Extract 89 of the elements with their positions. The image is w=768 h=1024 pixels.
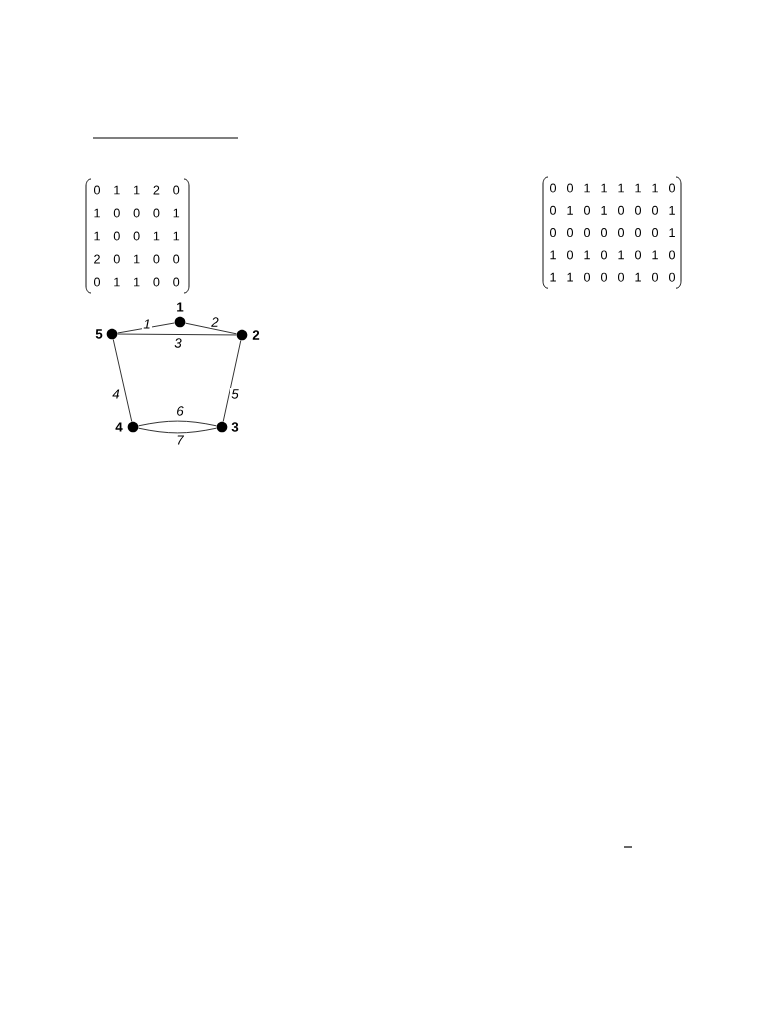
graph-vertex — [174, 316, 186, 328]
graph-edge — [117, 322, 175, 334]
matrix-entry: 0 — [153, 208, 160, 218]
vertex-label: 3 — [231, 422, 239, 432]
graph-edge — [138, 427, 217, 434]
matrix-entry: 0 — [584, 228, 591, 238]
matrix-entry: 0 — [635, 205, 642, 215]
matrix-entry: 1 — [669, 205, 675, 215]
vertex-label: 2 — [252, 330, 260, 340]
matrix-entry: 1 — [114, 185, 120, 195]
graph-edge — [185, 322, 237, 335]
matrix-entry: 1 — [173, 208, 180, 218]
matrix-entry: 0 — [173, 185, 180, 195]
graph-vertex — [236, 329, 248, 341]
matrix-entry: 1 — [652, 183, 658, 193]
edge-label: 6 — [174, 404, 186, 418]
matrix-entry: 1 — [134, 185, 140, 195]
edge-label: 2 — [209, 316, 221, 328]
matrix-entry: 0 — [669, 272, 676, 282]
matrix-entry: 1 — [584, 183, 590, 193]
matrix-entry: 0 — [567, 250, 574, 260]
matrix-entry: 1 — [550, 272, 556, 282]
edge-label: 3 — [172, 336, 184, 350]
matrix-entry: 1 — [94, 208, 100, 218]
matrix-entry: 0 — [652, 272, 659, 282]
matrix-entry: 0 — [133, 231, 140, 241]
matrix-entry: 0 — [550, 228, 557, 238]
matrix-entry: 0 — [153, 277, 160, 287]
edge-label: 5 — [229, 388, 241, 400]
graph-edge — [138, 420, 217, 427]
graph-vertex — [127, 421, 139, 433]
edge-label: 7 — [174, 434, 186, 446]
matrix-entry: 0 — [153, 254, 160, 264]
matrix-entry: 1 — [153, 231, 160, 241]
matrix-entry: 1 — [134, 254, 140, 264]
matrix-entry: 0 — [584, 272, 591, 282]
matrix-entry: 0 — [94, 277, 100, 287]
matrix-entry: 1 — [567, 205, 573, 215]
matrix-entry: 0 — [113, 254, 120, 264]
matrix-entry: 0 — [173, 277, 180, 287]
graph-vertex — [106, 328, 118, 340]
matrix-entry: 0 — [567, 228, 574, 238]
matrix-entry: 0 — [618, 228, 625, 238]
matrix-entry: 1 — [635, 272, 641, 282]
matrix-entry: 0 — [113, 231, 120, 241]
matrix-entry: 2 — [153, 185, 160, 195]
matrix-entry: 2 — [94, 254, 100, 264]
matrix-entry: 1 — [584, 250, 590, 260]
matrix-entry: 1 — [114, 277, 120, 287]
matrix-entry: 0 — [635, 228, 642, 238]
matrix-entry: 0 — [567, 183, 574, 193]
matrix-entry: 0 — [618, 272, 625, 282]
matrix-entry: 1 — [652, 250, 658, 260]
matrix-entry: 0 — [635, 250, 642, 260]
matrix-entry: 0 — [133, 208, 140, 218]
matrix-entry: 1 — [173, 231, 180, 241]
edge-label: 1 — [141, 318, 153, 330]
graph-edge — [222, 340, 242, 422]
matrix-entry: 1 — [550, 250, 556, 260]
matrix-entry: 1 — [618, 183, 624, 193]
graph-edge — [112, 339, 133, 422]
matrix-entry: 0 — [601, 272, 608, 282]
vertex-label: 5 — [95, 329, 103, 339]
matrix-entry: 1 — [134, 277, 140, 287]
matrix-entry: 1 — [669, 228, 675, 237]
matrix-entry: 0 — [601, 228, 608, 238]
graph-vertex — [216, 421, 228, 433]
matrix-entry: 0 — [113, 208, 120, 218]
matrix-entry: 1 — [94, 231, 100, 241]
matrix-entry: 1 — [601, 183, 607, 193]
graph-edge — [117, 333, 237, 336]
matrix-entry: 0 — [173, 254, 180, 264]
matrix-entry: 0 — [550, 183, 557, 193]
matrix-entry: 0 — [584, 205, 591, 215]
matrix-entry: 0 — [669, 183, 676, 193]
matrix-entry: 0 — [94, 185, 100, 195]
vertex-label: 1 — [177, 302, 184, 312]
matrix-entry: 1 — [601, 205, 607, 215]
vertex-label: 4 — [115, 422, 123, 432]
matrix-entry: 0 — [669, 250, 676, 260]
edge-label: 4 — [110, 388, 122, 400]
matrix-entry: 0 — [618, 205, 625, 215]
matrix-entry: 0 — [601, 250, 608, 260]
matrix-entry: 1 — [618, 250, 624, 260]
matrix-entry: 0 — [550, 205, 557, 215]
matrix-entry: 1 — [567, 272, 573, 282]
matrix-entry: 0 — [652, 228, 659, 238]
matrix-entry: 0 — [652, 205, 659, 215]
matrix-entry: 1 — [635, 183, 641, 193]
